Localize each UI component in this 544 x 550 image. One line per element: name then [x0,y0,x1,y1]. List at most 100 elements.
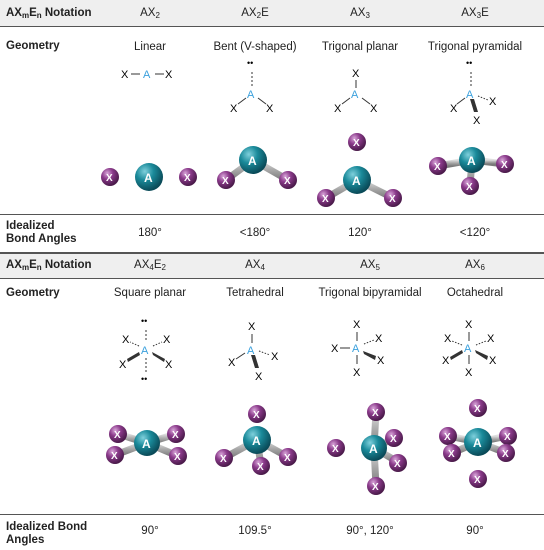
notation-label-2: AXmEn Notation [6,259,92,272]
ligand-label: X [487,333,495,345]
geometry-row-2: Geometry Square planar Tetrahedral Trigo… [0,278,544,514]
ligand-label: X [372,408,379,419]
ligand-label: X [466,182,473,193]
model-trigonal-planar: X X X A [317,133,402,207]
geometry-trigonal-bipyramidal: Trigonal bipyramidal [318,287,422,299]
lone-pair: •• [141,374,147,384]
formula-tetrahedral: X A X X X [228,321,279,383]
notation-row-1: AXmEn Notation AX2 AX2E AX3 AX3E [0,0,544,26]
notation-row-2: AXmEn Notation AX4E2 AX4 AX5 AX6 [0,252,544,278]
ligand-label: X [504,432,511,443]
central-label: A [247,89,255,101]
ligand-label: X [284,176,291,187]
ligand-label: X [444,432,451,443]
ligand-label: X [474,404,481,415]
ligand-label: X [111,451,118,462]
ligand-label: X [465,319,473,331]
central-label: A [352,343,360,355]
geometry-trigonal-pyramidal: Trigonal pyramidal [427,41,523,53]
ligand-label: X [474,475,481,486]
central-label: A [141,345,149,357]
central-label: A [467,154,476,168]
formula-octahedral: X A X X X X X [442,319,497,379]
ligand-label: X [119,359,127,371]
central-label: A [144,171,153,185]
notation-label-1: AXmEn Notation [6,7,92,20]
angle-trigonal-planar: 120° [348,227,372,239]
ligand-label: X [121,69,129,81]
central-label: A [247,345,255,357]
geometry-square-planar: Square planar [113,287,187,299]
ligand-label: X [266,103,274,115]
central-label: A [464,343,472,355]
notation-ax5: AX5 [360,259,380,272]
geometry-trigonal-planar: Trigonal planar [321,41,399,53]
ligand-label: X [372,482,379,493]
ligand-label: X [106,173,113,184]
model-square-planar: X X X X A [106,425,187,465]
formula-trigonal-bipyramidal: X A X X X X [331,319,385,379]
ligand-label: X [489,96,497,108]
central-label: A [252,434,261,448]
ligand-label: X [114,430,121,441]
ligand-label: X [442,355,450,367]
central-label: A [466,89,474,101]
ligand-label: X [334,103,342,115]
geometry-label-2: Geometry [6,287,60,299]
angle-octahedral: 90° [466,525,484,537]
ligand-label: X [172,430,179,441]
ligand-label: X [352,68,360,80]
model-linear: X X A [101,163,197,191]
formula-linear: X A X [121,69,173,81]
notation-ax3: AX3 [350,7,370,20]
ligand-label: X [375,333,383,345]
angle-tetrahedral: 109.5° [238,525,272,537]
ligand-label: X [444,333,452,345]
model-tetrahedral: X X X X A [215,405,297,475]
angle-square-planar: 90° [141,525,159,537]
ligand-label: X [248,321,256,333]
ligand-label: X [501,160,508,171]
lone-pair: •• [247,58,253,68]
geometry-tetrahedral: Tetrahedral [226,287,284,299]
ligand-label: X [434,162,441,173]
ligand-label: X [253,410,260,421]
geometry-octahedral: Octahedral [446,287,504,299]
geometry-linear: Linear [134,41,166,53]
ligand-label: X [473,115,481,127]
angle-trigonal-bipyramidal: 90°, 120° [346,525,394,537]
notation-ax6: AX6 [465,259,485,272]
ligand-label: X [184,173,191,184]
ligand-label: X [165,359,173,371]
model-trigonal-bipyramidal: X X X X X A [327,403,407,495]
notation-ax4e2: AX4E2 [134,259,166,272]
ligand-label: X [390,434,397,445]
central-label: A [352,174,361,188]
central-label: A [369,442,378,456]
ligand-label: X [165,69,173,81]
geometry-row-1: Geometry Linear Bent (V-shaped) Trigonal… [0,26,544,214]
ligand-label: X [284,453,291,464]
formula-trigonal-planar: X A X X [334,68,378,115]
ligand-label: X [450,103,458,115]
ligand-label: X [502,449,509,460]
lone-pair: •• [466,58,472,68]
ligand-label: X [389,194,396,205]
ligand-label: X [370,103,378,115]
ligand-label: X [174,452,181,463]
ligand-label: X [377,355,385,367]
notation-ax2: AX2 [140,7,160,20]
ligand-label: X [255,371,263,383]
notation-ax2e: AX2E [241,7,269,20]
angle-trigonal-pyramidal: <120° [459,227,491,239]
geometry-label-1: Geometry [6,40,60,52]
ligand-label: X [271,351,279,363]
ligand-label: X [394,459,401,470]
formula-square-planar: •• A X X X X •• [119,316,173,384]
notation-ax3e: AX3E [461,7,489,20]
ligand-label: X [448,449,455,460]
ligand-label: X [353,319,361,331]
